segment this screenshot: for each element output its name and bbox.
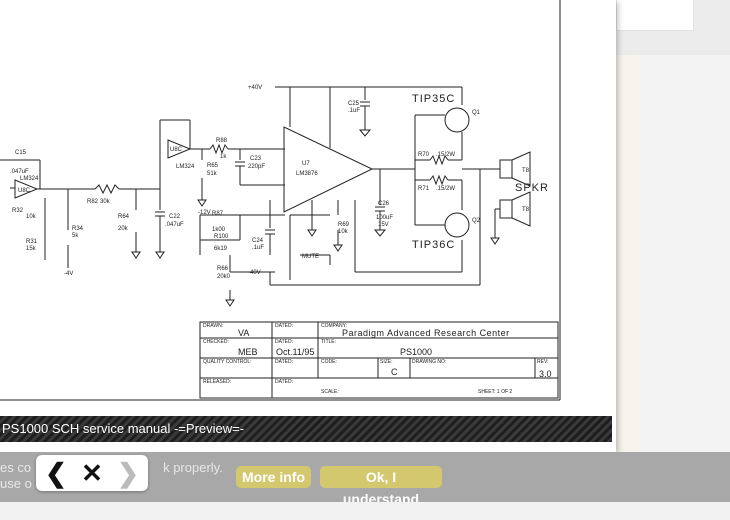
label-u8c-a: U8C bbox=[18, 188, 31, 194]
close-icon[interactable]: ✕ bbox=[81, 458, 103, 488]
label-r69: R69 bbox=[338, 222, 350, 228]
label-r31: R31 bbox=[26, 239, 38, 245]
tb-rev-value: 3.0 bbox=[539, 369, 552, 379]
label-mute: MUTE bbox=[302, 254, 319, 260]
label-r82-val: 30k bbox=[100, 199, 111, 205]
label-r31-val: 15k bbox=[26, 246, 37, 252]
label-r64-val: 20k bbox=[118, 226, 129, 232]
label-r71-val: .15/2W bbox=[436, 186, 455, 192]
label-r88-val: 1k bbox=[220, 154, 227, 160]
tb-company-label: COMPANY: bbox=[321, 323, 347, 329]
label-c24-val: .1uF bbox=[252, 245, 264, 251]
label-minus12v: -12V bbox=[198, 210, 211, 216]
label-c23-val: 220pF bbox=[248, 164, 265, 170]
tb-checked-label: CHECKED: bbox=[203, 339, 229, 345]
preview-title-bar: PS1000 SCH service manual -=Preview=- bbox=[0, 416, 612, 442]
label-c26-v: 15V bbox=[378, 222, 389, 228]
cookie-text-line1-tail: k properly. bbox=[163, 460, 223, 475]
label-t8b: T8 bbox=[522, 207, 530, 213]
tb-title-label: TITLE: bbox=[321, 339, 336, 345]
label-r66-val: 20k0 bbox=[217, 274, 231, 280]
label-r32: R32 bbox=[12, 208, 24, 214]
label-c25-val: .1uF bbox=[348, 108, 360, 114]
label-c25: C25 bbox=[348, 101, 360, 107]
label-c15-val: .047uF bbox=[10, 169, 29, 175]
cookie-text-line2: use o bbox=[0, 476, 32, 491]
label-r71: R71 bbox=[418, 186, 430, 192]
tb-drawing-no-label: DRAWING NO: bbox=[412, 359, 446, 365]
background-panel-right bbox=[640, 55, 730, 495]
label-spkr: SPKR bbox=[515, 182, 549, 194]
tb-dated-label-1: DATED: bbox=[275, 323, 293, 329]
tb-dated-value: Oct.11/95 bbox=[276, 347, 314, 357]
label-tip36c: TIP36C bbox=[412, 239, 455, 251]
label-u8c-b: U8C bbox=[170, 147, 183, 153]
label-c26-val: 100uF bbox=[376, 215, 393, 221]
label-r87-val: 1k00 bbox=[212, 227, 226, 233]
preview-viewer: C15 .047uF U8C LM324 R32 10k R31 15k R82… bbox=[0, 0, 616, 452]
label-r82: R82 bbox=[87, 199, 99, 205]
cookie-text: es co k properly. use o bbox=[0, 460, 223, 492]
bottom-strip bbox=[0, 502, 730, 520]
tb-checked-value: MEB bbox=[238, 347, 258, 357]
label-r70-val: .15/2W bbox=[436, 152, 455, 158]
label-c22: C22 bbox=[169, 214, 181, 220]
tb-code-label: CODE: bbox=[321, 359, 337, 365]
label-c23: C23 bbox=[250, 156, 262, 162]
cookie-text-line1: es co bbox=[0, 460, 32, 475]
chevron-left-icon[interactable]: ❮ bbox=[45, 458, 67, 488]
tb-drawn-label: DRAWN: bbox=[203, 323, 223, 329]
label-r34: R34 bbox=[72, 226, 84, 232]
background-panel-top bbox=[616, 0, 694, 31]
label-lm324-a: LM324 bbox=[20, 176, 39, 182]
label-r34-val: 5k bbox=[72, 233, 79, 239]
label-r87: R87 bbox=[212, 211, 224, 217]
label-r65: R65 bbox=[207, 163, 219, 169]
label-r64: R64 bbox=[118, 214, 130, 220]
label-r70: R70 bbox=[418, 152, 430, 158]
gallery-nav: ❮ ✕ ❯ bbox=[36, 455, 148, 491]
tb-size-label: SIZE: bbox=[380, 359, 393, 365]
label-c22-val: .047uF bbox=[165, 222, 184, 228]
tb-scale-label: SCALE: bbox=[321, 389, 339, 395]
label-tip35c: TIP35C bbox=[412, 93, 455, 105]
label-r66: R66 bbox=[217, 266, 229, 272]
tb-dated-label-4: DATED: bbox=[275, 379, 293, 385]
more-info-button[interactable]: More info bbox=[236, 466, 311, 488]
label-r69-val: 10k bbox=[338, 229, 349, 235]
ok-understand-button[interactable]: Ok, I understand bbox=[320, 466, 442, 507]
label-q2: Q2 bbox=[472, 218, 481, 224]
label-r65-val: 51k bbox=[207, 171, 218, 177]
label-r100: R100 bbox=[214, 234, 229, 240]
tb-rev-label: REV: bbox=[537, 359, 548, 365]
tb-title-value: PS1000 bbox=[400, 347, 432, 357]
label-r88: R88 bbox=[216, 138, 228, 144]
label-c15: C15 bbox=[15, 150, 27, 156]
tb-company-value: Paradigm Advanced Research Center bbox=[342, 328, 510, 338]
schematic-drawing: C15 .047uF U8C LM324 R32 10k R31 15k R82… bbox=[0, 0, 561, 401]
label-r32-val: 10k bbox=[26, 214, 37, 220]
label-minus4v: -4V bbox=[64, 271, 73, 277]
tb-size-value: C bbox=[391, 367, 398, 377]
label-plus40v: +40V bbox=[248, 85, 262, 91]
tb-quality-label: QUALITY CONTROL: bbox=[203, 359, 252, 365]
label-lm3876: LM3876 bbox=[296, 171, 318, 177]
chevron-right-icon[interactable]: ❯ bbox=[117, 458, 139, 488]
label-t8a: T8 bbox=[522, 168, 530, 174]
tb-sheet-label: SHEET: 1 OF 2 bbox=[478, 389, 512, 395]
label-c26: C26 bbox=[378, 201, 390, 207]
tb-dated-label-3: DATED: bbox=[275, 359, 293, 365]
label-minus40v: -40V bbox=[248, 270, 261, 276]
tb-dated-label-2: DATED: bbox=[275, 339, 293, 345]
tb-drawn-value: VA bbox=[238, 328, 249, 338]
label-r100-val: 6k19 bbox=[214, 246, 228, 252]
tb-released-label: RELEASED: bbox=[203, 379, 231, 385]
preview-title: PS1000 SCH service manual -=Preview=- bbox=[2, 421, 245, 436]
label-q1: Q1 bbox=[472, 110, 481, 116]
background-panel-left bbox=[616, 55, 640, 495]
label-lm324-b: LM324 bbox=[176, 164, 195, 170]
label-u7: U7 bbox=[302, 161, 310, 167]
label-c24: C24 bbox=[252, 238, 264, 244]
